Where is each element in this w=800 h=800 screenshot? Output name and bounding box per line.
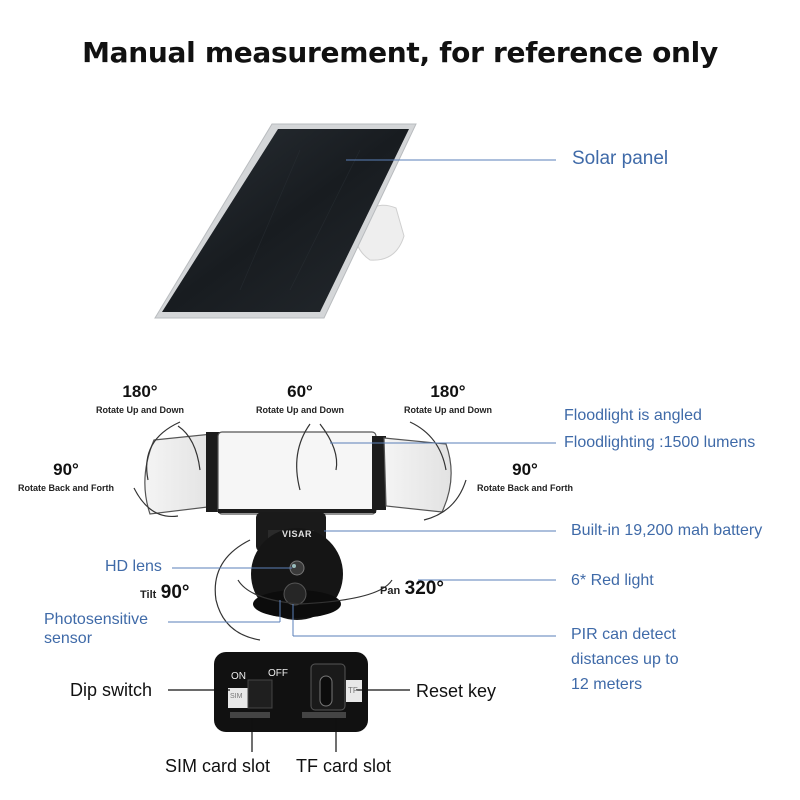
rotation-value: 90° bbox=[512, 460, 538, 479]
rotation-right-side: 90° Rotate Back and Forth bbox=[462, 460, 588, 493]
sim-slot-label: SIM card slot bbox=[165, 756, 271, 776]
tf-tab bbox=[346, 680, 362, 702]
rotation-value: 180° bbox=[122, 382, 158, 401]
reset-key-label: Reset key bbox=[416, 681, 497, 701]
rotation-value: 180° bbox=[430, 382, 466, 401]
switch-on-text: ON bbox=[231, 671, 246, 682]
switch-off-text: OFF bbox=[268, 668, 288, 679]
reset-key-button bbox=[319, 675, 333, 707]
rotation-center-top: 60° Rotate Up and Down bbox=[240, 382, 360, 415]
solar-panel bbox=[154, 123, 417, 319]
hd-lens-glass bbox=[289, 560, 305, 576]
floodlight-right bbox=[372, 436, 452, 513]
brand-logo-text: VISAR bbox=[282, 529, 313, 539]
tilt-label: Tilt bbox=[140, 589, 157, 601]
rotation-label: Rotate Up and Down bbox=[96, 405, 184, 415]
rotation-label: Rotate Back and Forth bbox=[17, 483, 114, 493]
rotation-label: Rotate Back and Forth bbox=[476, 483, 573, 493]
sim-card-slot bbox=[230, 712, 270, 718]
rotation-value: 90° bbox=[53, 460, 79, 479]
pir-label-line2: distances up to bbox=[571, 651, 679, 668]
sim-tab-text: SIM bbox=[230, 693, 243, 700]
pir-label-line3: 12 meters bbox=[571, 676, 643, 693]
pan-label: Pan bbox=[380, 585, 401, 597]
photosensitive-label-line1: Photosensitive bbox=[44, 611, 149, 628]
dip-switch-label: Dip switch bbox=[70, 680, 153, 700]
rotation-left-top: 180° Rotate Up and Down bbox=[80, 382, 200, 415]
floodlight-left bbox=[144, 432, 220, 515]
hd-lens-label: HD lens bbox=[105, 558, 162, 575]
rotation-label: Rotate Up and Down bbox=[404, 405, 492, 415]
page-title: Manual measurement, for reference only bbox=[82, 36, 718, 69]
rotation-value: 60° bbox=[287, 382, 313, 401]
solar-panel-label: Solar panel bbox=[572, 148, 669, 169]
pir-sensor bbox=[283, 582, 307, 606]
floodlighting-label: Floodlighting :1500 lumens bbox=[564, 434, 756, 451]
rotation-left-side: 90° Rotate Back and Forth bbox=[6, 460, 126, 493]
tilt-rotation: Tilt 90° bbox=[140, 582, 189, 604]
pan-rotation: Pan 320° bbox=[380, 578, 444, 600]
photosensitive-label-line2: sensor bbox=[44, 630, 93, 647]
tf-card-slot bbox=[302, 712, 346, 718]
red-light-label: 6* Red light bbox=[571, 572, 654, 589]
floodlight-angled-label: Floodlight is angled bbox=[564, 407, 702, 424]
rotation-right-top: 180° Rotate Up and Down bbox=[388, 382, 508, 415]
pir-label-line1: PIR can detect bbox=[571, 626, 676, 643]
leader-lines bbox=[168, 159, 556, 637]
battery-label: Built-in 19,200 mah battery bbox=[571, 522, 763, 539]
rotation-label: Rotate Up and Down bbox=[256, 405, 344, 415]
control-leader-lines bbox=[168, 689, 410, 752]
tilt-value: 90° bbox=[160, 582, 190, 603]
tf-slot-label: TF card slot bbox=[296, 756, 392, 776]
pan-value: 320° bbox=[404, 578, 444, 599]
tf-tab-text: TF bbox=[348, 686, 358, 695]
control-box bbox=[214, 652, 368, 732]
rotation-arrows bbox=[133, 421, 467, 641]
